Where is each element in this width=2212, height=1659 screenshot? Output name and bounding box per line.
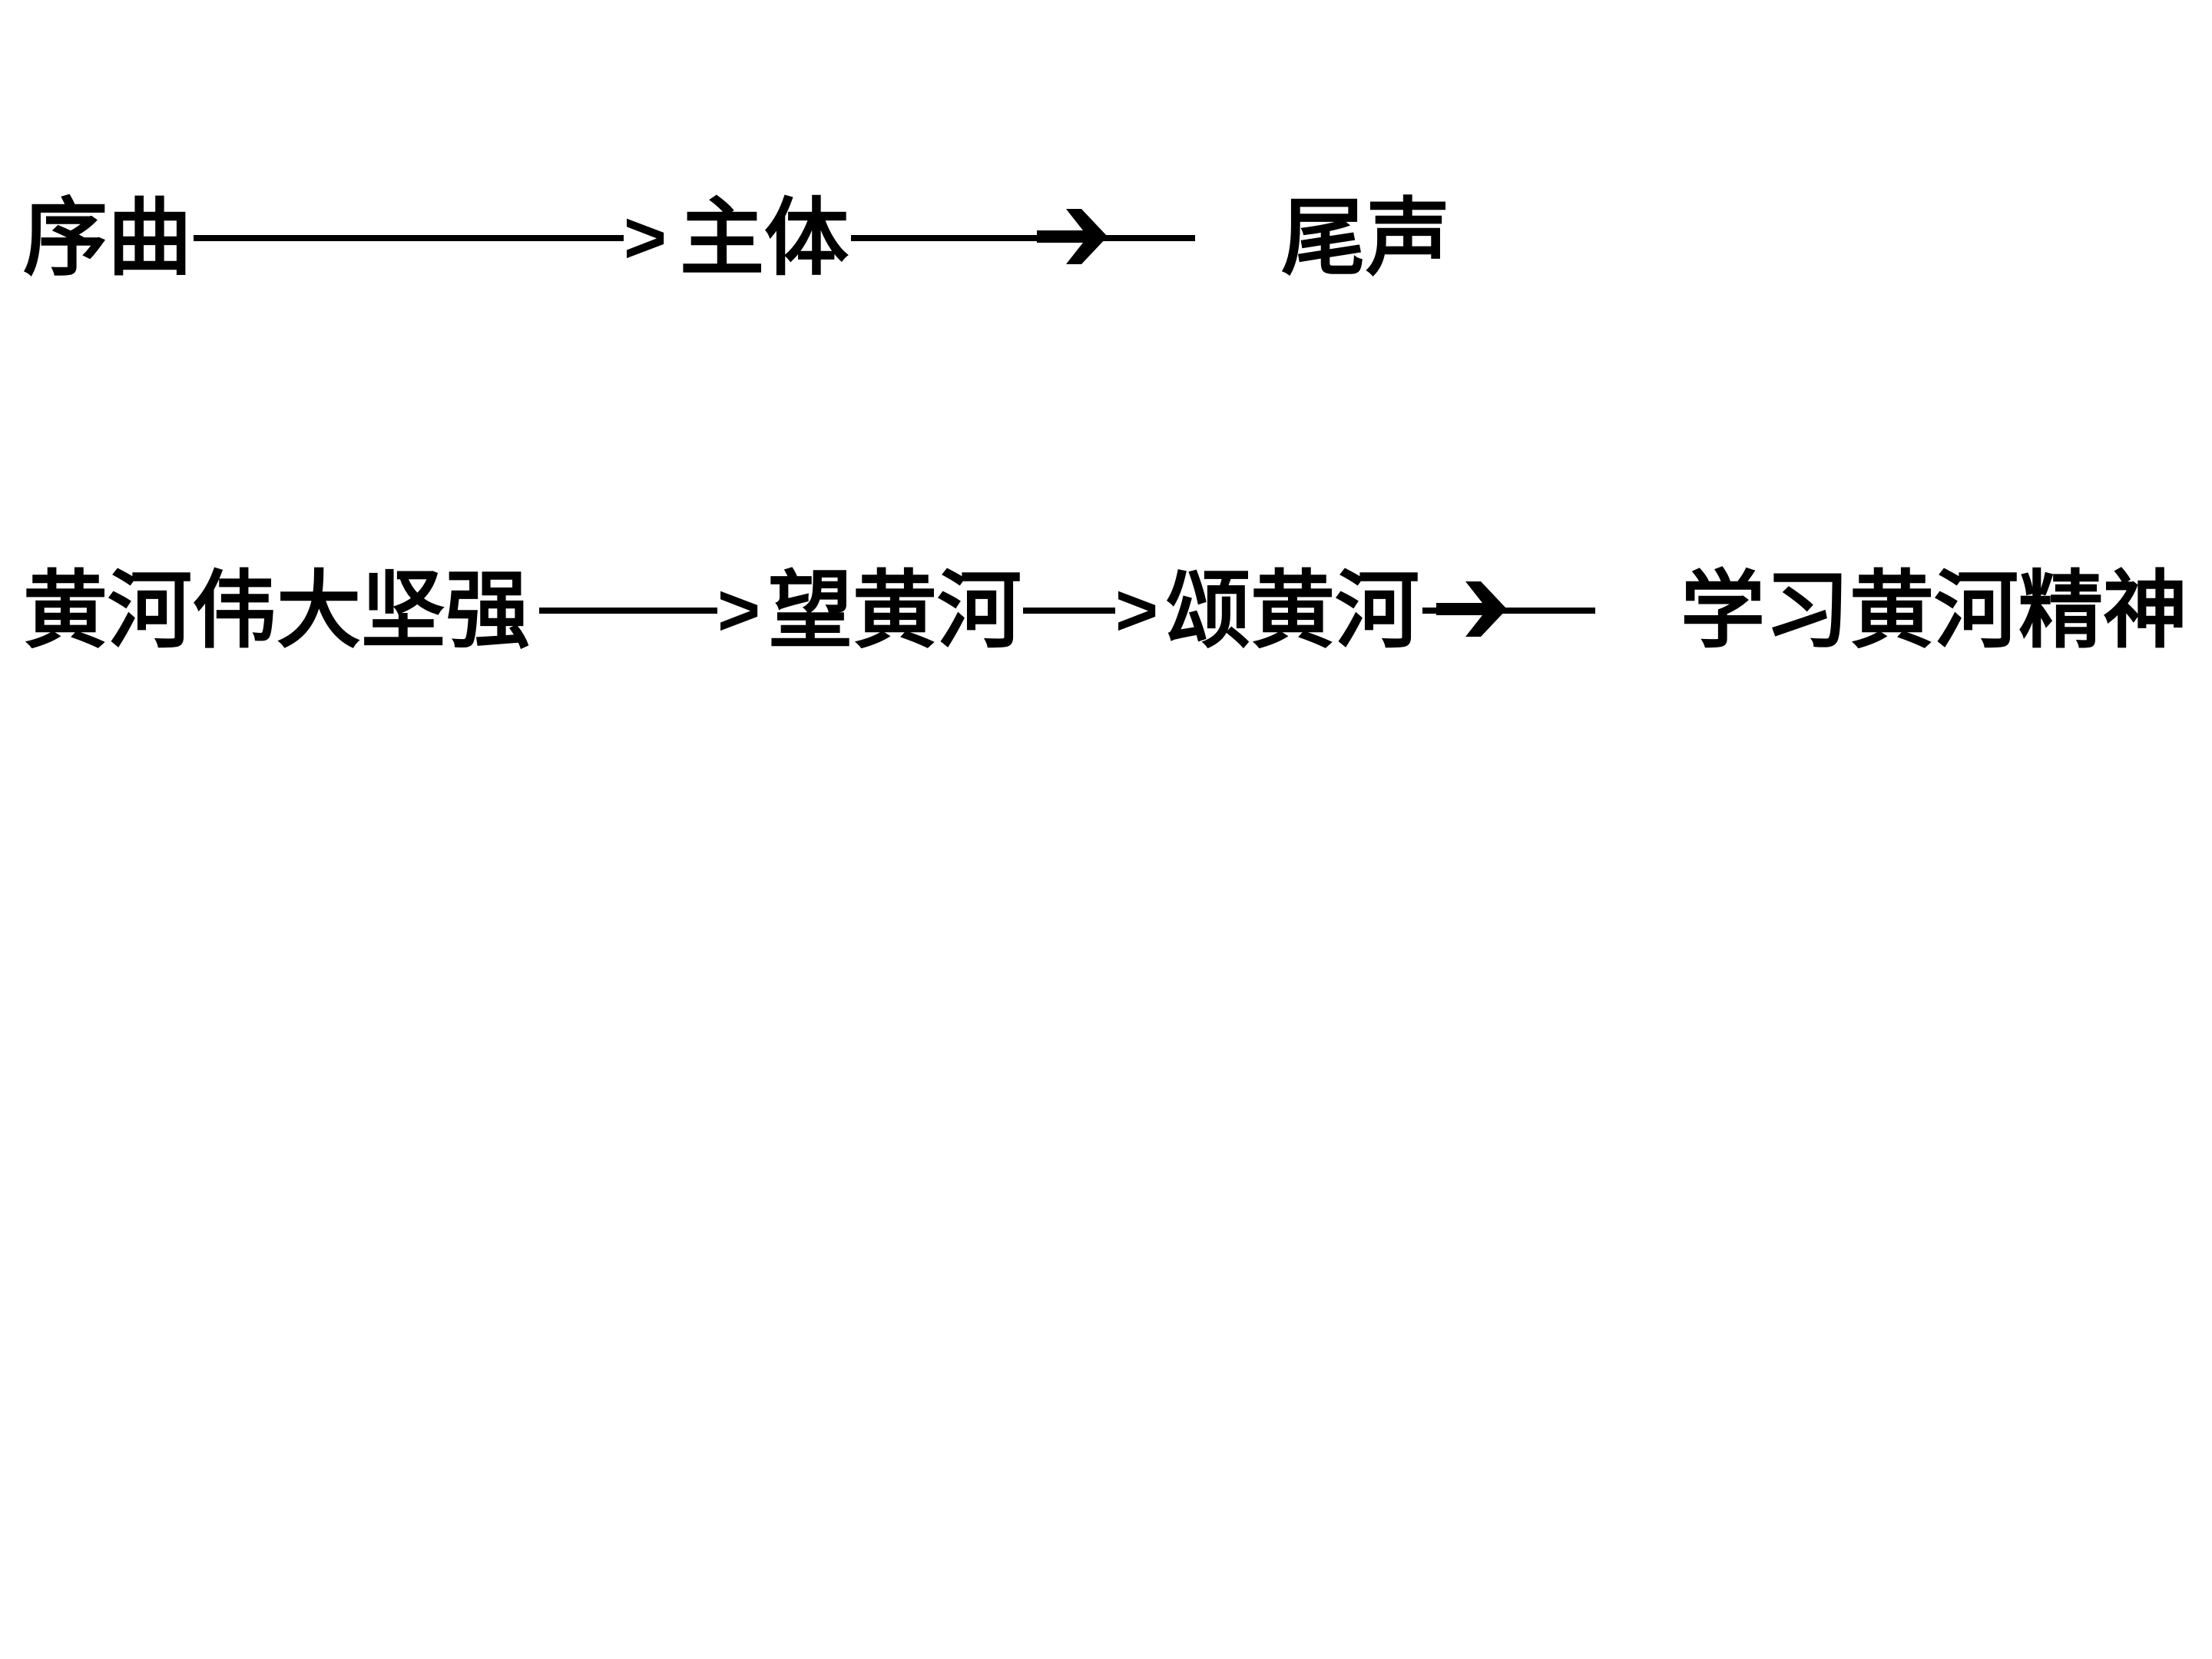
- structure-row-2: 黄河伟大坚强 > 望黄河 > 颂黄河 学习黄河精神: [0, 549, 2212, 672]
- connector-gt: >: [624, 197, 667, 279]
- connector-line: [851, 235, 1195, 241]
- connector-line: [1422, 608, 1595, 614]
- right-arrow-icon: [1436, 581, 1507, 637]
- node-praise-yellow-river: 颂黄河: [1166, 561, 1419, 660]
- node-coda: 尾声: [1281, 188, 1450, 287]
- connector-line: [1023, 608, 1115, 614]
- right-arrow-icon: [1037, 209, 1108, 264]
- connector-line: [539, 608, 717, 614]
- connector-gt: >: [717, 569, 761, 651]
- node-learn-yellow-river-spirit: 学习黄河精神: [1681, 561, 2187, 660]
- node-prelude: 序曲: [23, 188, 192, 287]
- node-main-body: 主体: [680, 188, 849, 287]
- node-yellow-river-great-strong: 黄河伟大坚强: [23, 561, 530, 660]
- structure-row-1: 序曲 > 主体 尾声: [0, 177, 2212, 300]
- connector-gt: >: [1115, 569, 1159, 651]
- node-gaze-yellow-river: 望黄河: [768, 561, 1022, 660]
- connector-line: [194, 235, 624, 241]
